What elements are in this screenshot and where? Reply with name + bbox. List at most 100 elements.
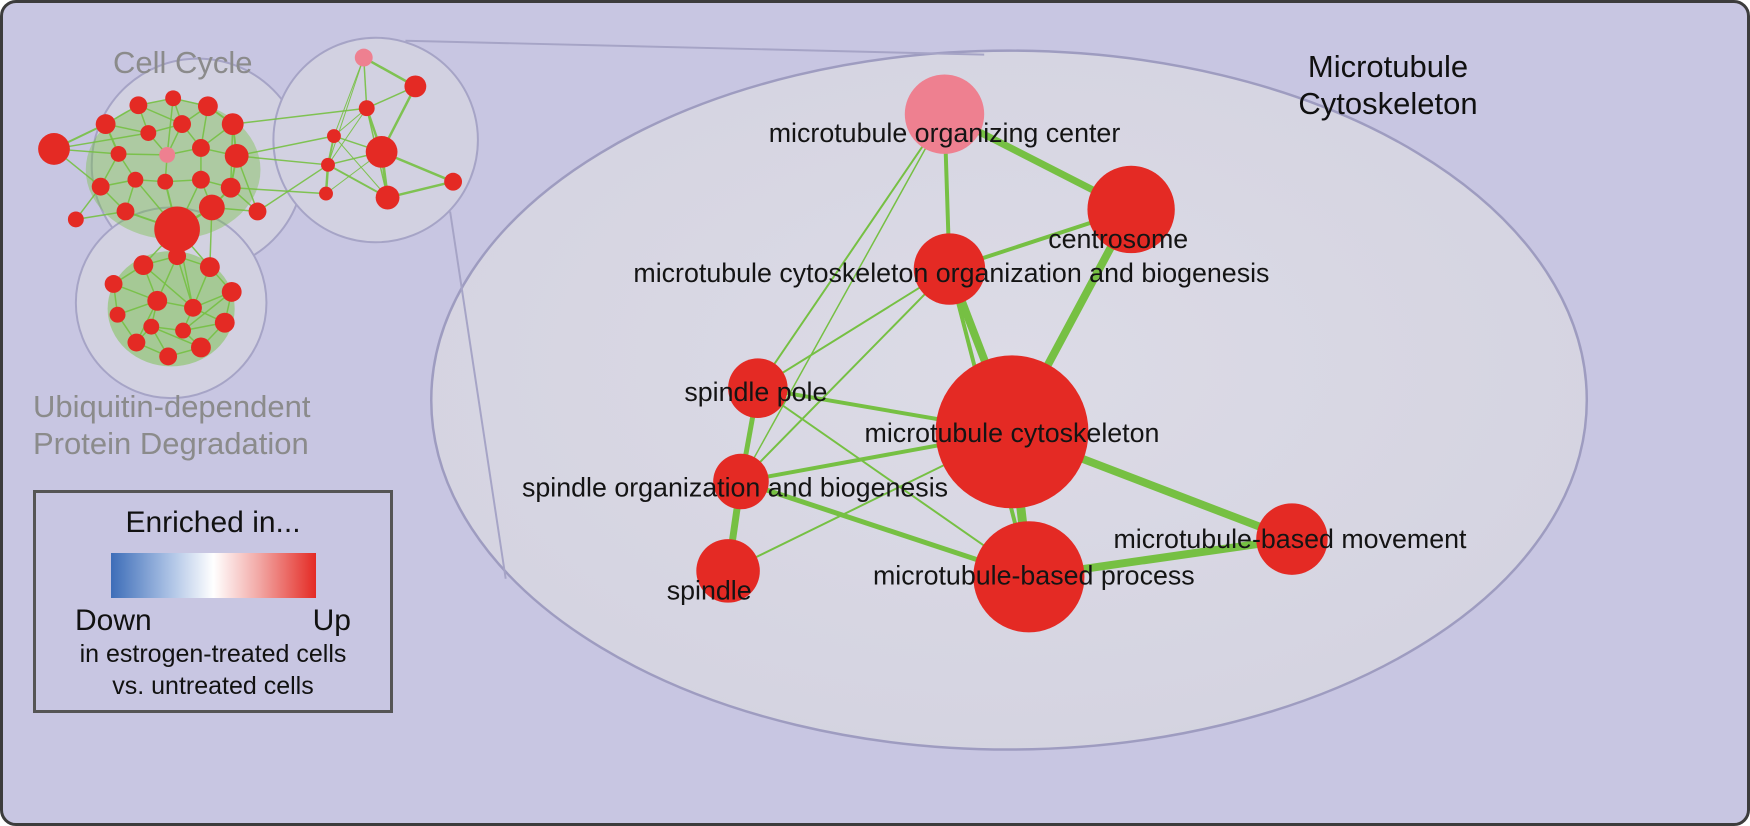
node-mcob (913, 233, 986, 305)
overview-node (221, 113, 244, 136)
overview-node (197, 96, 218, 117)
overview-node (191, 170, 210, 189)
overview-node (358, 100, 375, 117)
overview-edge (176, 255, 194, 308)
overview-nodes-group (38, 48, 463, 366)
overview-node (221, 281, 242, 302)
label-mc: microtubule cytoskeleton (865, 418, 1160, 448)
zoom-cone-line (405, 39, 985, 56)
overview-edge (230, 186, 327, 195)
overview-node (157, 173, 174, 190)
overview-node (214, 312, 235, 333)
overview-node (444, 172, 463, 191)
overview-node (129, 96, 148, 115)
overview-node (159, 347, 178, 366)
node-spindle_pole (728, 358, 788, 418)
overview-node (375, 185, 400, 210)
overview-node (110, 145, 127, 162)
overview-node (165, 90, 182, 107)
edge-moc-sob (740, 113, 946, 482)
zoom-cone-group (405, 39, 985, 579)
node-spindle (696, 539, 760, 603)
edge-moc-spindle_pole (757, 113, 946, 389)
overview-node (116, 202, 135, 221)
overview-node (143, 318, 160, 335)
overview-node (91, 177, 110, 196)
overview-node (224, 143, 249, 168)
node-centrosome (1087, 165, 1175, 254)
overview-node (404, 75, 427, 98)
overview-node (147, 290, 168, 311)
label-spindle: spindle (667, 576, 752, 606)
legend-gradient-bar (110, 553, 316, 598)
node-mc (935, 355, 1089, 509)
overview-node (109, 306, 126, 323)
legend-box: Enriched in... Down Up in estrogen-treat… (33, 490, 393, 713)
overview-node (199, 257, 220, 277)
overview-node (191, 139, 210, 157)
node-mbp (973, 521, 1085, 633)
edge-mcob-sob (740, 268, 951, 483)
label-sob: spindle organization and biogenesis (522, 472, 948, 502)
microtubule-cluster-label-line2: Cytoskeleton (1298, 85, 1478, 121)
overview-edge (232, 107, 367, 125)
node-mbm (1256, 503, 1328, 575)
label-centrosome: centrosome (1048, 224, 1188, 254)
overview-edge (327, 107, 368, 166)
ubiquitin-cluster-label: Ubiquitin-dependent Protein Degradation (33, 389, 311, 462)
overview-node (198, 194, 225, 221)
overview-node (321, 157, 335, 172)
overview-edge (118, 153, 168, 156)
overview-node (354, 48, 373, 67)
legend-down-label: Down (75, 604, 152, 637)
label-mcob: microtubule cytoskeleton organization an… (633, 258, 1269, 288)
detail-nodes-group (696, 74, 1328, 633)
overview-node (327, 129, 341, 143)
overview-node (365, 136, 398, 168)
overview-edge (333, 135, 388, 198)
overview-edge (142, 264, 194, 309)
ubiquitin-cluster-label-line2: Protein Degradation (33, 425, 309, 461)
cell-cycle-cluster-label: Cell Cycle (113, 45, 253, 80)
node-sob (713, 453, 769, 510)
label-spindle_pole: spindle pole (684, 377, 827, 407)
overview-node (319, 186, 333, 201)
overview-node (168, 247, 187, 266)
overview-node (67, 211, 84, 228)
overview-edge (236, 135, 335, 157)
ubiquitin-cluster-label-line1: Ubiquitin-dependent (33, 389, 311, 424)
overview-edge (333, 57, 365, 137)
label-mbp: microtubule-based process (873, 561, 1195, 591)
legend-subtitle-line2: vs. untreated cells (112, 672, 314, 700)
overview-node (175, 322, 192, 339)
overview-edge (53, 132, 149, 150)
node-moc (904, 74, 985, 154)
overview-node (133, 255, 154, 276)
overview-node (127, 333, 146, 352)
overview-edge (327, 57, 365, 165)
overview-node (127, 171, 144, 188)
detail-labels-group: microtubule organizing center centrosome m… (522, 118, 1467, 606)
overview-node (154, 206, 200, 253)
overview-node (173, 115, 192, 134)
overview-node (191, 337, 211, 358)
overview-node (184, 298, 202, 317)
overview-node (38, 133, 70, 165)
label-mbm: microtubule-based movement (1113, 524, 1467, 554)
network-canvas: microtubule organizing center centrosome m… (38, 36, 1589, 751)
legend-title: Enriched in... (125, 506, 301, 539)
zoom-cone-line (449, 211, 507, 579)
legend-subtitle-line1: in estrogen-treated cells (79, 640, 347, 668)
label-moc: microtubule organizing center (769, 118, 1121, 148)
overview-node (95, 114, 116, 135)
legend-scale-labels: Down Up (75, 604, 351, 638)
overview-node (140, 125, 157, 141)
overview-node (104, 275, 123, 293)
microtubule-cluster-label: Microtubule Cytoskeleton (1248, 49, 1528, 122)
overview-node (159, 146, 176, 163)
overview-node (248, 202, 267, 221)
legend-up-label: Up (312, 604, 351, 637)
overview-edge (182, 291, 233, 332)
edge-mcob-spindle_pole (757, 268, 950, 390)
